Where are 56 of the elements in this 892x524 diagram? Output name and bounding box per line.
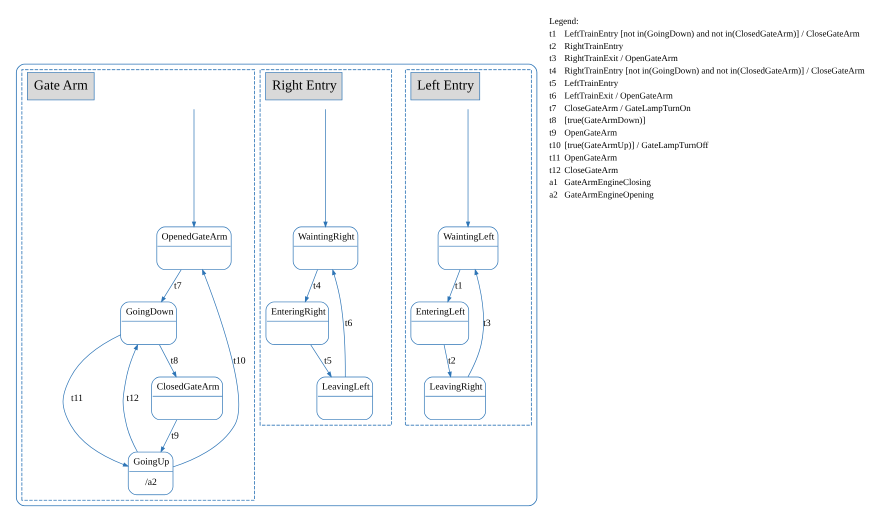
label: t6: [549, 90, 556, 100]
label: t2: [549, 40, 556, 51]
label: LeftTrainEntry [not in(GoingDown) and not in(ClosedGateArm)] / CloseGateArm: [564, 28, 860, 38]
label: CloseGateArm / GateLampTurnOn: [564, 102, 691, 113]
edge-label: t5: [324, 355, 332, 366]
arrow: [304, 269, 318, 303]
edge-label: t10: [233, 355, 246, 366]
label: RightTrainEntry [not in(GoingDown) and not in(ClosedGateArm)] / CloseGateArm: [564, 66, 865, 76]
label: t4: [549, 66, 556, 76]
label: OpenGateArm: [564, 152, 618, 162]
arrow: [468, 268, 484, 378]
arrow: [160, 419, 178, 453]
label: [true(GateArmUp)] / GateLampTurnOff: [564, 140, 708, 150]
label: a1: [549, 177, 558, 188]
label: t8: [549, 115, 556, 126]
arrow: [62, 334, 130, 467]
arrow: [192, 108, 196, 228]
edge-label: t11: [70, 392, 83, 404]
label: LeftTrainExit / OpenGateArm: [564, 90, 673, 100]
arrow: [160, 269, 182, 303]
label: OpenGateArm: [564, 128, 618, 138]
edge-label: t6: [344, 318, 352, 329]
label: a2: [549, 190, 558, 200]
arrow: [310, 344, 332, 378]
label: t12: [549, 164, 561, 175]
edge-label: t12: [126, 392, 139, 404]
label: t3: [549, 53, 556, 64]
label: t7: [549, 102, 556, 113]
edge-label: t4: [313, 280, 321, 292]
label: GateArmEngineOpening: [564, 190, 654, 200]
arrow: [122, 344, 138, 452]
edge-label: t7: [174, 280, 182, 292]
arrow: [447, 269, 460, 303]
label: t10: [549, 140, 561, 150]
arrow: [444, 344, 452, 378]
label: [true(GateArmDown)]: [564, 115, 646, 126]
edge-label: t9: [171, 430, 179, 442]
edge-label: t1: [454, 280, 462, 292]
arrow: [172, 268, 240, 468]
label: t5: [549, 78, 556, 88]
arrow: [323, 108, 328, 228]
edge-label: t2: [448, 355, 456, 366]
label: t1: [549, 28, 556, 38]
label: GateArmEngineClosing: [564, 177, 651, 188]
label: RightTrainExit / OpenGateArm: [564, 53, 678, 64]
label: CloseGateArm: [564, 164, 618, 175]
label: LeftTrainEntry: [564, 78, 618, 88]
label: Legend:: [549, 16, 579, 26]
label: t11: [549, 152, 560, 162]
arrow: [466, 108, 470, 228]
edge-label: t8: [170, 355, 178, 366]
label: t9: [549, 128, 556, 138]
arrow: [332, 268, 346, 378]
cluster: [16, 64, 538, 506]
label: RightTrainEntry: [564, 40, 624, 51]
arrow: [159, 344, 177, 378]
